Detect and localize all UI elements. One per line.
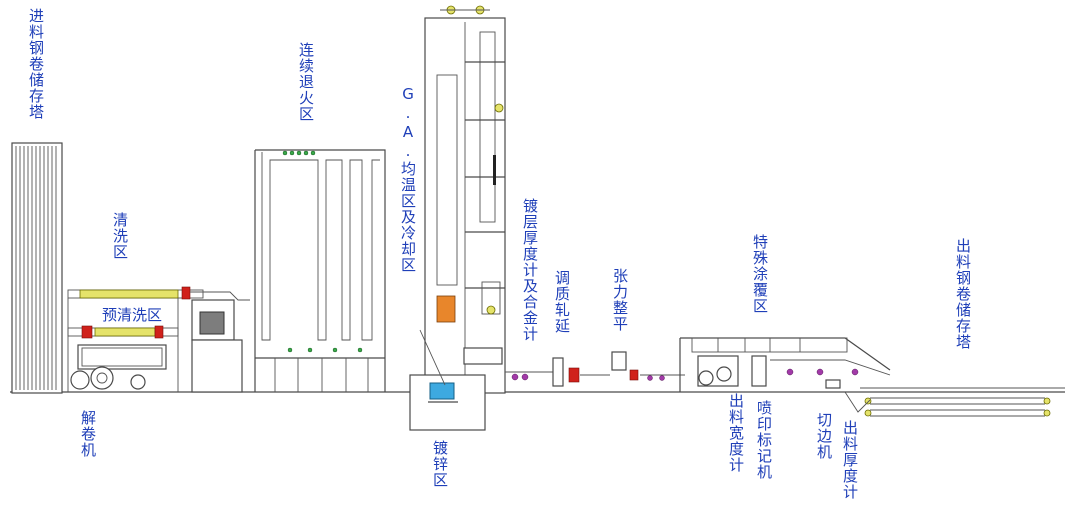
entry-accumulator-tower	[11, 142, 63, 394]
skin-pass-mill	[505, 357, 610, 387]
label-uncoiler: 解卷机	[79, 410, 97, 458]
label-tension-leveler: 张力整平	[611, 268, 629, 332]
ga-tower	[424, 5, 506, 394]
label-galvanizing: 镀锌区	[431, 440, 449, 488]
exit-accumulator-tower	[844, 387, 1065, 417]
tension-leveler	[611, 351, 685, 381]
special-coating-section	[679, 337, 891, 392]
annealing-furnace	[254, 149, 386, 392]
label-entry-accumulator: 进料钢卷储存塔	[27, 8, 45, 120]
label-trimmer: 切边机	[815, 412, 833, 460]
label-thickness-gauge: 出料厚度计	[841, 420, 859, 500]
zinc-pot	[409, 329, 486, 431]
label-cleaning: 清洗区	[111, 212, 129, 260]
label-special-coating: 特殊涂覆区	[751, 234, 769, 314]
label-skin-pass: 调质轧延	[553, 270, 571, 334]
looper-building	[191, 299, 243, 393]
cleaning-section	[67, 286, 250, 392]
label-annealing: 连续退火区	[297, 42, 315, 122]
label-marking: 喷印标记机	[755, 400, 773, 480]
label-pre-cleaning: 预清洗区	[102, 306, 163, 324]
label-exit-accumulator: 出料钢卷储存塔	[954, 238, 972, 350]
label-ga-zone: G.A.均温区及冷却区	[399, 85, 417, 273]
label-coating-gauge: 镀层厚度计及合金计	[521, 198, 539, 342]
label-width-gauge: 出料宽度计	[727, 393, 745, 473]
